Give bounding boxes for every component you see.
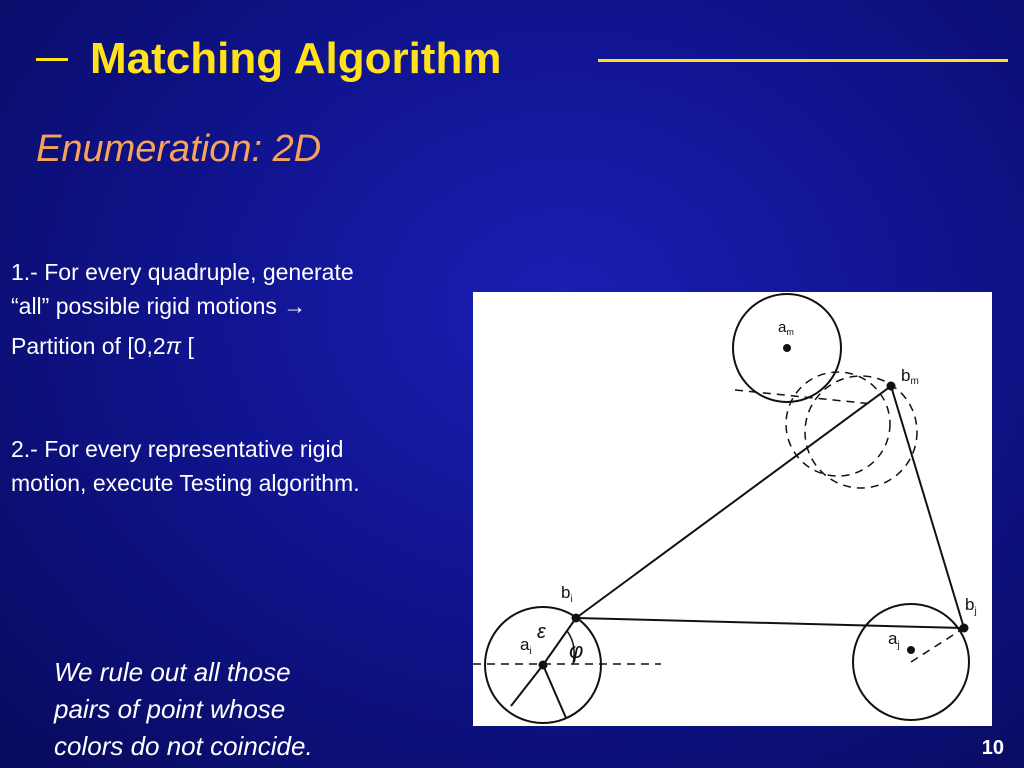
note-line-3: colors do not coincide. (54, 731, 313, 761)
label-phi: φ (569, 638, 583, 663)
label-b-i: bi (561, 583, 573, 605)
radius-epsilon (542, 617, 577, 666)
note-line-2: pairs of point whose (54, 694, 286, 724)
slide-title: Matching Algorithm (90, 34, 502, 83)
rotated-circle-2 (804, 375, 918, 489)
step-1-line-3-prefix: Partition of [0,2 (11, 333, 166, 359)
phi-arc (566, 630, 575, 665)
radius-lower-1 (542, 664, 567, 719)
step-1-line-2-text: “all” possible rigid motions (11, 293, 277, 319)
title-dash (36, 58, 68, 61)
right-arrow-icon: → (283, 293, 307, 319)
geometry-diagram: am bm bi bj ai aj ε φ (473, 293, 977, 724)
circle-a-m (732, 293, 842, 403)
title-rule (598, 59, 1008, 62)
point-a-m (783, 344, 791, 352)
label-epsilon: ε (537, 621, 547, 643)
label-a-i: ai (520, 635, 532, 657)
point-b-m (886, 381, 896, 391)
step-1-line-2: “all” possible rigid motions → (11, 289, 461, 323)
step-1: 1.- For every quadruple, generate “all” … (11, 255, 461, 363)
circle-a-j (852, 603, 970, 721)
rotated-circle-1 (785, 371, 891, 477)
step-2-line-2: motion, execute Testing algorithm. (11, 470, 360, 496)
point-a-i (538, 660, 548, 670)
step-2-line-1: 2.- For every representative rigid (11, 436, 344, 462)
title-row: Matching Algorithm (30, 30, 1010, 90)
radius-a-j (910, 627, 965, 663)
pi-symbol: π (165, 333, 182, 359)
edge-bm-bj (890, 385, 965, 629)
point-b-i (571, 613, 581, 623)
dashed-tangent (734, 389, 874, 405)
page-number: 10 (981, 737, 1004, 759)
label-b-m: bm (901, 366, 919, 387)
radius-lower-2 (510, 664, 544, 707)
step-1-line-3-suffix: [ (181, 333, 194, 359)
point-a-j (907, 646, 915, 654)
label-b-j: bj (965, 595, 977, 617)
edge-bi-bm (575, 385, 892, 619)
note-line-1: We rule out all those (54, 657, 291, 687)
label-a-m: am (778, 319, 794, 337)
point-b-j (959, 623, 969, 633)
edge-bi-bj (575, 617, 965, 629)
step-2: 2.- For every representative rigid motio… (11, 432, 461, 500)
step-1-line-1: 1.- For every quadruple, generate (11, 259, 354, 285)
label-a-j: aj (888, 629, 900, 651)
step-1-line-3: Partition of [0,2π [ (11, 329, 461, 363)
geometry-figure: am bm bi bj ai aj ε φ (473, 292, 992, 726)
slide-subtitle: Enumeration: 2D (36, 128, 322, 170)
note: We rule out all those pairs of point who… (54, 654, 394, 765)
circle-a-i (484, 606, 602, 724)
